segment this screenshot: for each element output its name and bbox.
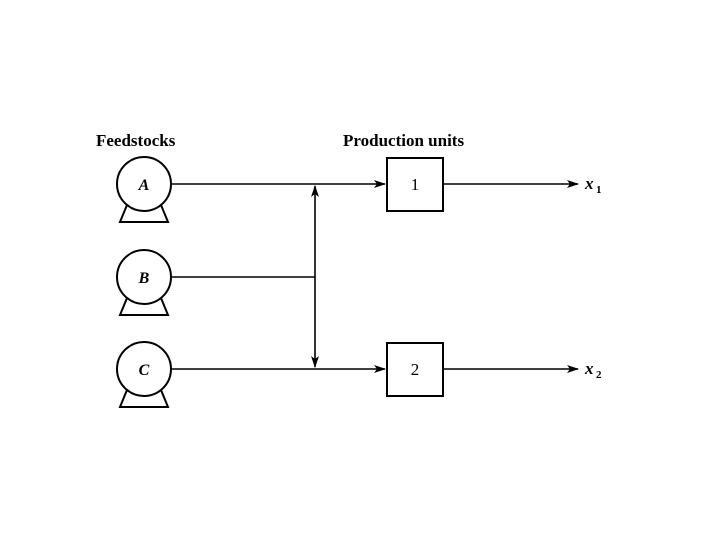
tank-label-c: C [139,362,150,379]
production-unit-1: 1 [386,157,444,212]
feedstock-tank-b: B [116,249,172,316]
feedstock-tank-c: C [116,341,172,408]
svg-text:x: x [584,359,594,378]
unit-label-2: 2 [411,360,420,379]
svg-text:1: 1 [596,184,602,196]
tank-label-a: A [138,177,150,194]
output-label-x2: x 2 [584,359,602,381]
unit-label-1: 1 [411,175,420,194]
feedstocks-heading: Feedstocks [96,131,176,150]
output-label-x1: x 1 [584,174,602,196]
production-units-heading: Production units [343,131,464,150]
production-unit-2: 2 [386,342,444,397]
svg-text:2: 2 [596,369,602,381]
svg-text:x: x [584,174,594,193]
tank-label-b: B [138,270,150,287]
feedstock-tank-a: A [116,156,172,223]
